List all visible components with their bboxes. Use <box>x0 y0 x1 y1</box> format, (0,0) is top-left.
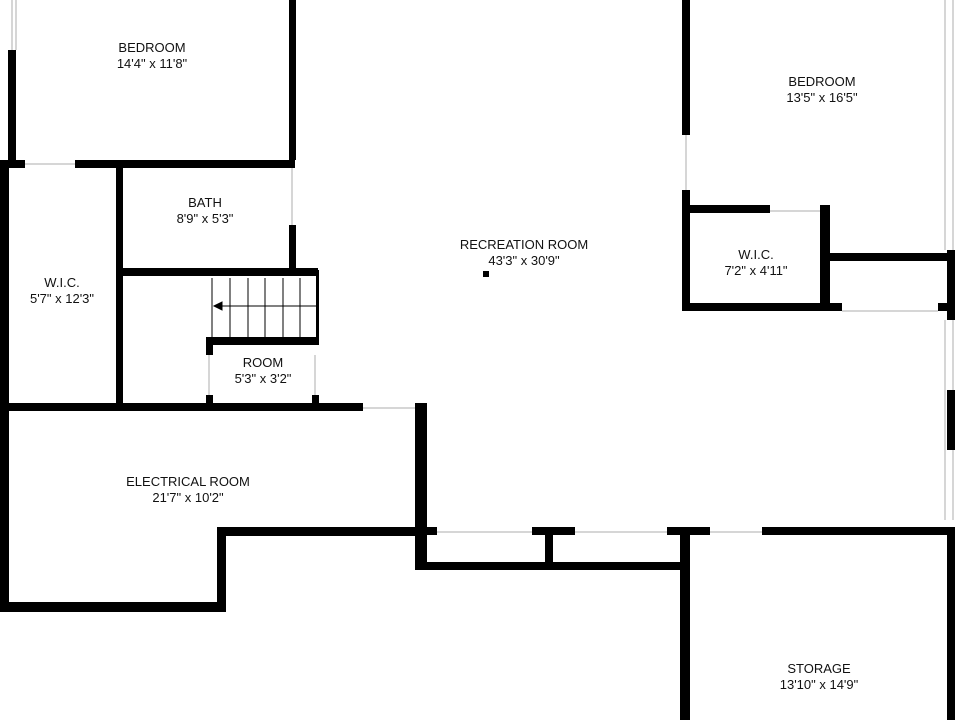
room-size: 43'3" x 30'9" <box>488 253 560 268</box>
wall <box>316 270 319 340</box>
wall <box>217 530 226 612</box>
room-size: 5'7" x 12'3" <box>29 291 95 306</box>
room-name: STORAGE <box>787 661 851 676</box>
marker-square <box>483 271 489 277</box>
room-wic-2: W.I.C.7'2" x 4'11" <box>724 247 787 279</box>
wall <box>206 395 213 408</box>
room-name: W.I.C. <box>738 247 774 262</box>
room-size: 14'4" x 11'8" <box>116 56 188 71</box>
wall <box>289 0 296 160</box>
wall <box>0 165 9 610</box>
wall <box>427 527 437 535</box>
room-name: BEDROOM <box>118 40 186 55</box>
wall <box>312 395 319 408</box>
room-name: BEDROOM <box>788 74 856 89</box>
wall <box>417 562 688 570</box>
wall <box>682 0 690 135</box>
wall <box>545 535 553 563</box>
wall <box>8 50 16 165</box>
wall <box>206 337 319 345</box>
room-name: W.I.C. <box>44 275 80 290</box>
wall <box>830 253 950 261</box>
room-size: 5'3" x 3'2" <box>234 371 292 386</box>
wall <box>0 160 25 168</box>
wall <box>217 527 427 536</box>
room-size: 8'9" x 5'3" <box>176 211 234 226</box>
wall <box>947 530 955 720</box>
room-name: ELECTRICAL ROOM <box>126 474 250 489</box>
wall <box>667 527 710 535</box>
wall <box>762 527 955 535</box>
room-name: ROOM <box>242 355 284 370</box>
wall <box>682 205 770 213</box>
wall <box>532 527 575 535</box>
wall <box>289 225 296 272</box>
room-name: BATH <box>188 195 222 210</box>
wall <box>415 403 427 570</box>
wall <box>682 303 842 311</box>
stair-arrow-icon <box>212 301 223 311</box>
wall <box>0 403 363 411</box>
wall <box>682 190 690 310</box>
wall <box>680 535 690 720</box>
wall <box>0 403 9 612</box>
staircase <box>211 278 318 337</box>
room-size: 21'7" x 10'2" <box>152 490 224 505</box>
wall <box>206 345 213 355</box>
wall <box>947 250 955 320</box>
wall <box>0 602 226 612</box>
wall <box>947 390 955 450</box>
wall <box>820 205 830 310</box>
room-size: 13'10" x 14'9" <box>779 677 859 692</box>
wall <box>116 168 123 408</box>
room-wic-1: W.I.C.5'7" x 12'3" <box>30 275 94 307</box>
room-size: 7'2" x 4'11" <box>724 263 788 278</box>
wall <box>75 160 295 168</box>
wall <box>116 268 318 276</box>
room-name: RECREATION ROOM <box>459 237 589 252</box>
room-size: 13'5" x 16'5" <box>786 90 858 105</box>
wall <box>938 303 955 311</box>
